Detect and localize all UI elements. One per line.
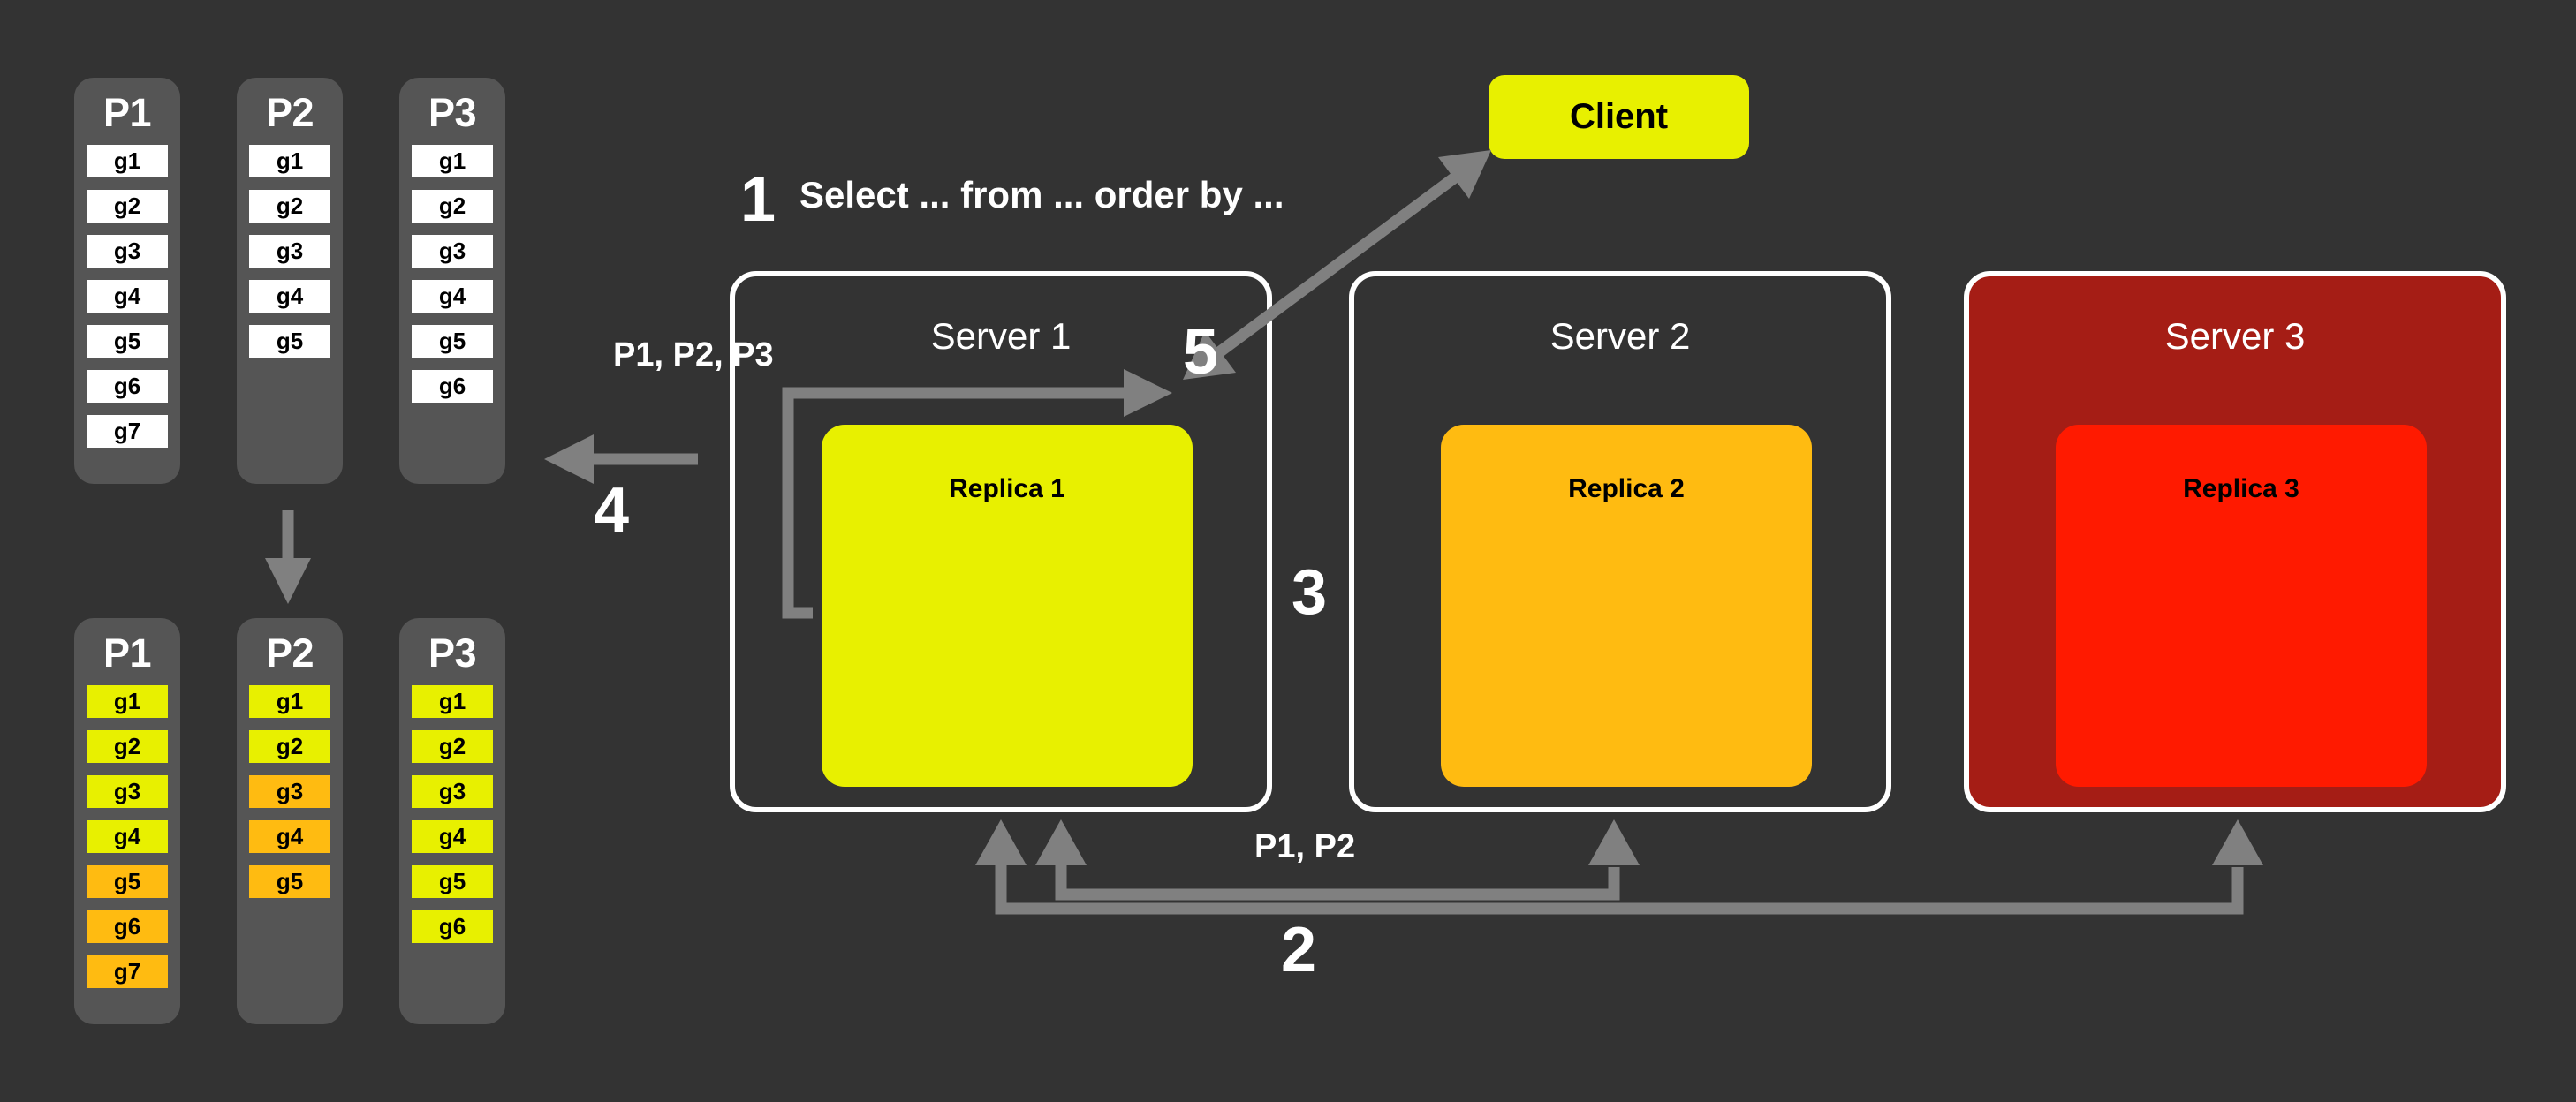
partition-cell: g1 [412, 145, 493, 177]
partition-cell: g3 [412, 775, 493, 808]
replica-1-label: Replica 1 [949, 474, 1065, 503]
partition-cells: g1 g2 g3 g4 g5 g6 [399, 685, 505, 943]
step-number-5: 5 [1183, 317, 1219, 388]
partition-cell: g4 [87, 280, 168, 313]
partition-title: P2 [265, 630, 314, 676]
partition-cell: g4 [412, 280, 493, 313]
partition-title: P2 [265, 90, 314, 135]
partition-bottom-p3: P3 g1 g2 g3 g4 g5 g6 [399, 618, 505, 1024]
partition-cell: g4 [412, 820, 493, 853]
query-label: Select ... from ... order by ... [799, 174, 1284, 215]
partition-cells: g1 g2 g3 g4 g5 [237, 685, 343, 898]
server-3-label: Server 3 [2164, 315, 2306, 357]
partition-cell: g5 [412, 865, 493, 898]
partition-cell: g5 [249, 325, 330, 358]
step-number-1: 1 [740, 164, 777, 235]
step-number-4: 4 [594, 475, 630, 546]
partition-title: P3 [428, 90, 477, 135]
partition-cell: g3 [87, 235, 168, 268]
partition-cell: g1 [87, 145, 168, 177]
step-number-3: 3 [1292, 557, 1328, 628]
replica-2-label: Replica 2 [1568, 474, 1685, 503]
partition-cell: g1 [249, 685, 330, 718]
partition-cell: g7 [87, 415, 168, 448]
partition-cell: g2 [249, 730, 330, 763]
partition-cell: g2 [412, 190, 493, 223]
partition-top-p2: P2 g1 g2 g3 g4 g5 [237, 78, 343, 484]
partition-title: P3 [428, 630, 477, 676]
partition-cells: g1 g2 g3 g4 g5 g6 g7 [74, 145, 180, 448]
server-3-box[interactable]: Server 3 Replica 3 [1964, 271, 2506, 812]
replica-3-label: Replica 3 [2183, 474, 2299, 503]
partition-cell: g2 [87, 190, 168, 223]
partition-top-p3: P3 g1 g2 g3 g4 g5 g6 [399, 78, 505, 484]
partition-cell: g3 [249, 235, 330, 268]
client-box[interactable]: Client [1489, 75, 1749, 159]
partition-cell: g5 [87, 325, 168, 358]
partition-cell: g1 [249, 145, 330, 177]
partition-cell: g5 [249, 865, 330, 898]
partition-cell: g6 [87, 910, 168, 943]
partition-cell: g5 [412, 325, 493, 358]
partition-cells: g1 g2 g3 g4 g5 [237, 145, 343, 358]
arrow-p2-down [265, 510, 311, 604]
server-2-box[interactable]: Server 2 Replica 2 [1349, 271, 1891, 812]
partition-cell: g6 [412, 370, 493, 403]
partition-cells: g1 g2 g3 g4 g5 g6 g7 [74, 685, 180, 988]
replica-2-box[interactable]: Replica 2 [1441, 425, 1812, 787]
partition-bottom-p1: P1 g1 g2 g3 g4 g5 g6 g7 [74, 618, 180, 1024]
partition-cell: g6 [412, 910, 493, 943]
replica-1-box[interactable]: Replica 1 [822, 425, 1193, 787]
partition-cell: g2 [87, 730, 168, 763]
partition-title: P1 [102, 630, 152, 676]
replica-3-box[interactable]: Replica 3 [2056, 425, 2427, 787]
client-label: Client [1569, 97, 1669, 136]
server-2-label: Server 2 [1549, 315, 1691, 357]
label-p1-p2-p3: P1, P2, P3 [613, 336, 774, 374]
partition-cell: g1 [87, 685, 168, 718]
step-number-2: 2 [1281, 915, 1317, 985]
partition-cell: g3 [87, 775, 168, 808]
partition-bottom-p2: P2 g1 g2 g3 g4 g5 [237, 618, 343, 1024]
arrow-step-2-server3-to-server1 [975, 819, 2263, 915]
partition-top-p1: P1 g1 g2 g3 g4 g5 g6 g7 [74, 78, 180, 484]
partition-cell: g4 [249, 820, 330, 853]
partition-cell: g2 [249, 190, 330, 223]
label-p1-p2: P1, P2 [1254, 828, 1356, 865]
partition-cell: g6 [87, 370, 168, 403]
partition-title: P1 [102, 90, 152, 135]
partition-cell: g7 [87, 955, 168, 988]
partition-cell: g4 [87, 820, 168, 853]
partition-cell: g4 [249, 280, 330, 313]
partition-cells: g1 g2 g3 g4 g5 g6 [399, 145, 505, 403]
partition-cell: g3 [249, 775, 330, 808]
partition-cell: g3 [412, 235, 493, 268]
partition-cell: g1 [412, 685, 493, 718]
partition-cell: g5 [87, 865, 168, 898]
partition-cell: g2 [412, 730, 493, 763]
server-1-label: Server 1 [930, 315, 1072, 357]
